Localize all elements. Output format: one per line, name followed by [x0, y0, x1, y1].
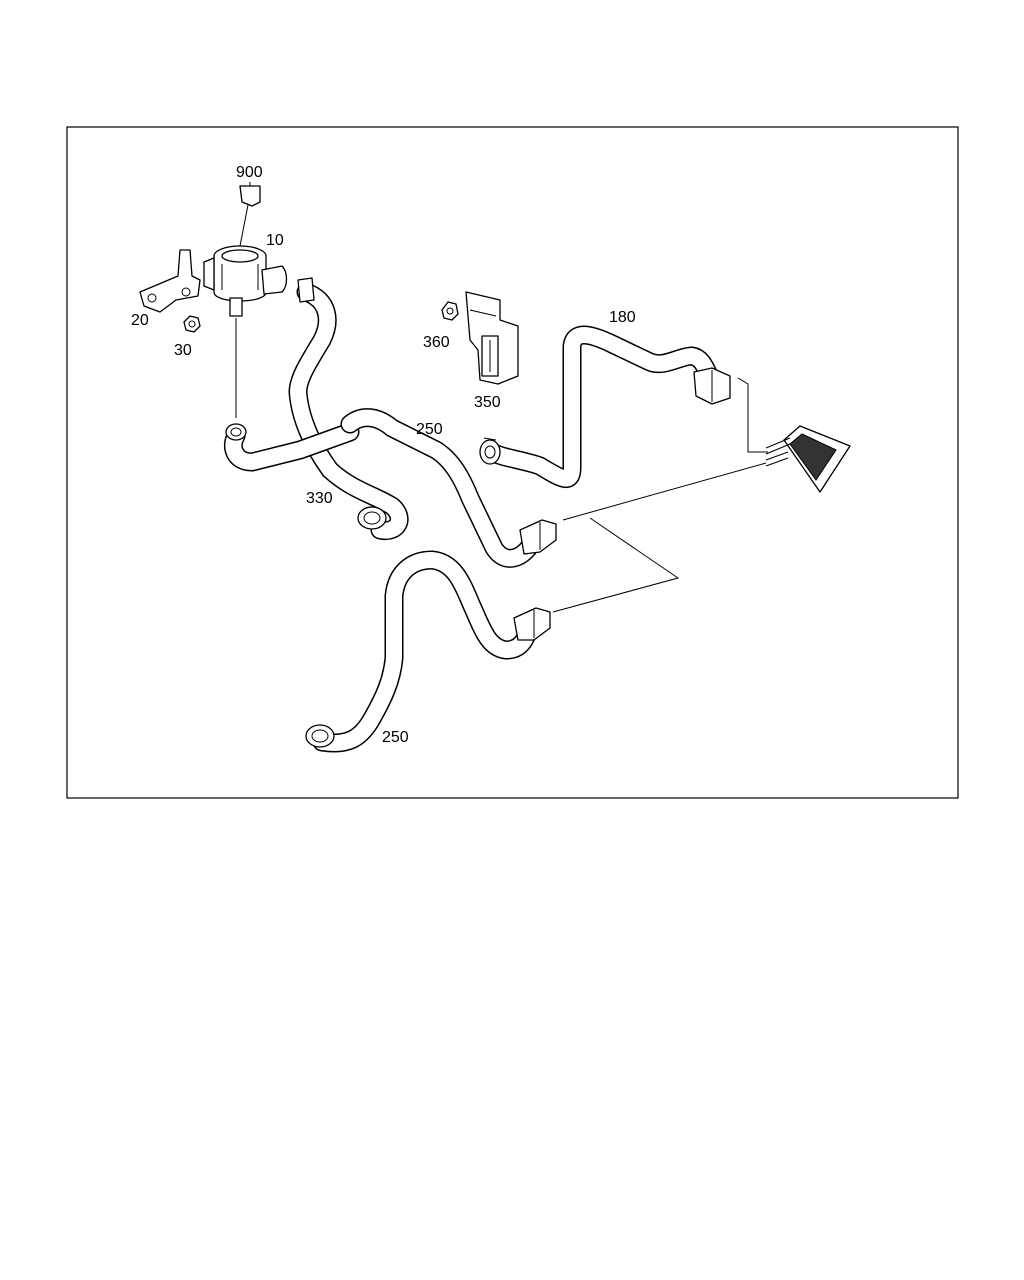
clamp-hose-330-end — [357, 506, 387, 530]
callout-250-lower: 250 — [382, 729, 409, 746]
callout-330: 330 — [306, 490, 333, 507]
part-360-nut — [441, 301, 459, 321]
part-350-holder — [465, 291, 519, 385]
hose-180 — [482, 325, 722, 488]
connector-hose-330-top — [297, 277, 315, 303]
hose-330 — [288, 282, 409, 541]
clamp-hose-180-start — [479, 437, 501, 465]
callout-20: 20 — [131, 312, 149, 329]
connector-hose-180-end — [693, 367, 731, 405]
clamp-pump-outlet — [225, 423, 247, 441]
callout-250-upper: 250 — [416, 421, 443, 438]
clamp-hose-250-lower — [305, 724, 335, 748]
part-900-tag — [239, 185, 261, 207]
leader-lines — [235, 182, 768, 613]
callout-360: 360 — [423, 334, 450, 351]
callout-180: 180 — [609, 309, 636, 326]
diagram-frame — [66, 126, 959, 799]
heater-core — [765, 425, 851, 493]
part-10-water-pump — [203, 245, 288, 317]
callout-350: 350 — [474, 394, 501, 411]
part-20-bracket — [139, 249, 201, 313]
callout-900: 900 — [236, 164, 263, 181]
connector-hose-250-lower — [513, 607, 551, 641]
hose-250-upper — [340, 408, 540, 568]
part-30-nut — [183, 315, 201, 333]
connector-hose-250-upper — [519, 519, 557, 555]
callout-30: 30 — [174, 342, 192, 359]
callout-10: 10 — [266, 232, 284, 249]
hose-250-lower — [312, 550, 538, 753]
